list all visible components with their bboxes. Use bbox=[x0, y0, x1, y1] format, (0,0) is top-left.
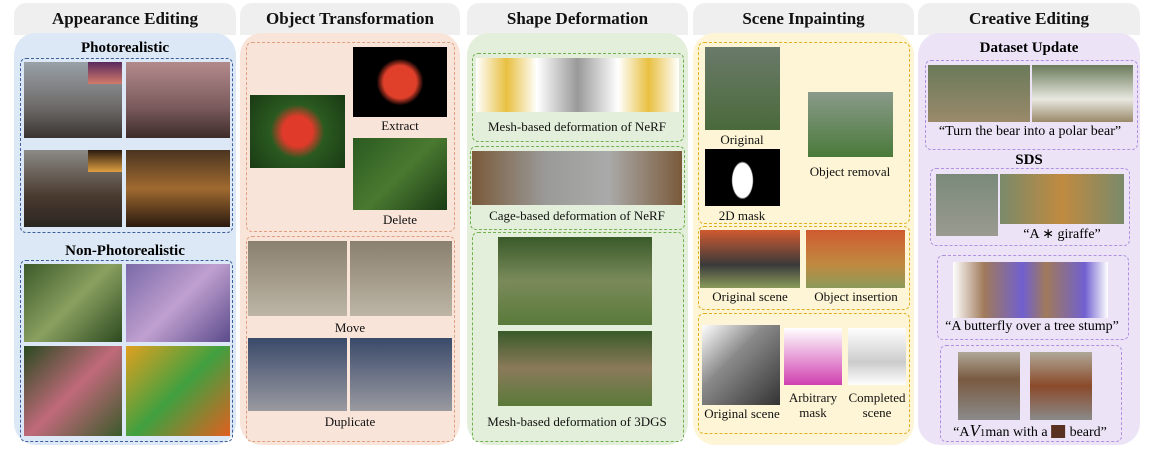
caption-part: man with a bbox=[985, 425, 1048, 440]
cat-completed-image bbox=[848, 328, 906, 385]
bear-image bbox=[928, 65, 1030, 122]
dataset-update-heading: Dataset Update bbox=[979, 40, 1079, 56]
beard-swatch-image bbox=[1051, 424, 1066, 438]
mask-image bbox=[705, 149, 780, 206]
delete-label: Delete bbox=[383, 212, 417, 227]
photorealistic-box bbox=[20, 58, 233, 233]
insertion-box bbox=[698, 226, 910, 310]
mesh-3dgs-box bbox=[472, 232, 684, 442]
table-deformed-image bbox=[498, 331, 652, 406]
original-label: Original bbox=[720, 132, 764, 147]
extract-label: Extract bbox=[381, 118, 419, 133]
flower-image bbox=[250, 95, 345, 168]
orchid-stylized-image bbox=[126, 346, 230, 436]
cage-nerf-box bbox=[470, 146, 685, 230]
sds-heading: SDS bbox=[1015, 152, 1043, 168]
caption-variable: V bbox=[969, 421, 980, 440]
extract-delete-box bbox=[246, 42, 455, 232]
insertion-label: Object insertion bbox=[814, 289, 898, 304]
arbitrary-mask-label: Arbitrary mask bbox=[788, 390, 838, 420]
mesh-nerf-box bbox=[472, 53, 684, 142]
deleted-flower-image bbox=[353, 138, 447, 210]
duplicate-after-image bbox=[350, 338, 452, 411]
photorealistic-heading: Photorealistic bbox=[80, 40, 170, 56]
duplicate-before-image bbox=[248, 338, 347, 411]
duplicate-label: Duplicate bbox=[324, 414, 376, 429]
butterfly-image bbox=[953, 262, 1108, 318]
giraffe-box bbox=[930, 168, 1130, 246]
butterfly-caption: “A butterfly over a tree stump” bbox=[945, 319, 1119, 334]
cat-mask-image bbox=[784, 328, 842, 385]
caption-subscript: 1 bbox=[979, 427, 986, 439]
plants-image bbox=[24, 264, 122, 342]
original-scene-label: Original scene bbox=[712, 289, 788, 304]
removal-box bbox=[698, 42, 910, 224]
caption-part: beard” bbox=[1069, 425, 1107, 440]
giraffe-output-image bbox=[1000, 174, 1124, 224]
move-label: Move bbox=[334, 320, 366, 335]
non-photorealistic-heading: Non-Photorealistic bbox=[65, 243, 185, 259]
polar-bear-image bbox=[1032, 65, 1133, 122]
bear-caption: “Turn the bear into a polar bear” bbox=[938, 124, 1122, 139]
giraffe-input-image bbox=[936, 174, 998, 236]
plants-stylized-image bbox=[126, 264, 230, 342]
cage-nerf-label: Cage-based deformation of NeRF bbox=[489, 208, 665, 223]
cat-scene-image bbox=[702, 325, 780, 405]
triceratops-edited-image bbox=[126, 150, 230, 227]
beard-box bbox=[940, 345, 1122, 442]
mask-label: 2D mask bbox=[718, 208, 766, 223]
extracted-flower-image bbox=[353, 47, 447, 117]
orchid-image bbox=[24, 346, 122, 436]
style-reference-image bbox=[88, 62, 122, 84]
insertion-image bbox=[806, 230, 905, 288]
completed-scene-label: Completed scene bbox=[848, 390, 906, 420]
original-image bbox=[705, 47, 780, 130]
move-after-image bbox=[350, 241, 452, 316]
beard-caption: “A V 1 man with a beard” bbox=[953, 421, 1107, 441]
tab-appearance-editing: Appearance Editing bbox=[14, 3, 236, 35]
completion-box bbox=[698, 313, 910, 434]
office-edited-image bbox=[126, 62, 230, 138]
table-image bbox=[498, 237, 652, 325]
man-beard-image bbox=[1030, 352, 1092, 420]
move-duplicate-box bbox=[246, 236, 455, 442]
man-image bbox=[958, 352, 1020, 420]
original-scene-label-2: Original scene bbox=[704, 406, 780, 421]
tab-scene-inpainting: Scene Inpainting bbox=[693, 3, 914, 35]
teddy-image bbox=[472, 151, 682, 205]
tab-creative-editing: Creative Editing bbox=[918, 3, 1140, 35]
original-scene-image bbox=[700, 230, 800, 288]
caption-part: “A bbox=[953, 425, 970, 440]
move-before-image bbox=[248, 241, 347, 316]
removal-label: Object removal bbox=[809, 164, 891, 179]
giraffe-caption: “A ∗ giraffe” bbox=[1023, 227, 1101, 242]
dataset-update-box bbox=[925, 60, 1138, 150]
style-reference-image bbox=[88, 150, 122, 172]
mesh-3dgs-label: Mesh-based deformation of 3DGS bbox=[487, 414, 667, 429]
mesh-nerf-label: Mesh-based deformation of NeRF bbox=[488, 119, 666, 134]
tab-object-transformation: Object Transformation bbox=[240, 3, 460, 35]
tab-shape-deformation: Shape Deformation bbox=[467, 3, 688, 35]
butterfly-box bbox=[937, 255, 1129, 340]
non-photorealistic-box bbox=[20, 260, 233, 442]
bulldozer-image bbox=[476, 58, 679, 112]
removal-image bbox=[808, 92, 893, 157]
